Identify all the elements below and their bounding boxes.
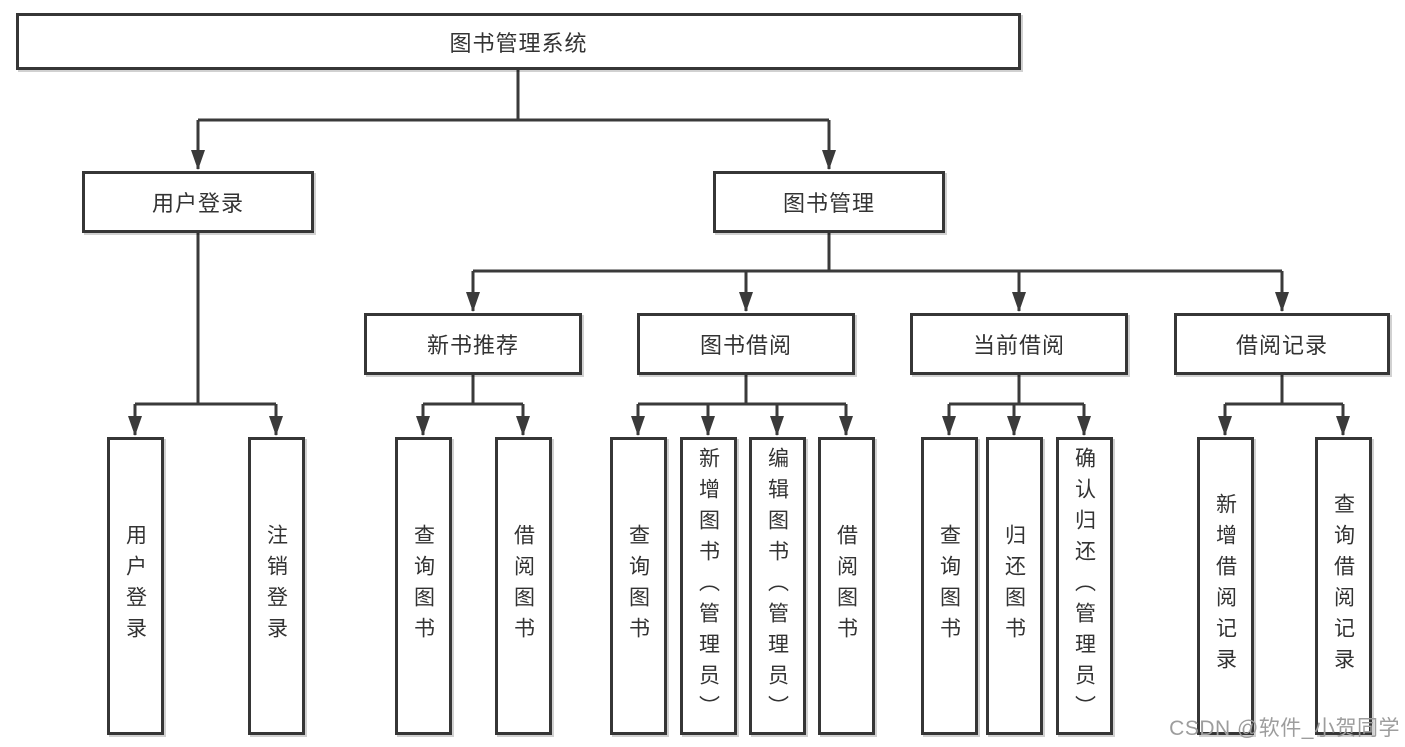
- leaf-borrow-books-borrowing: 借阅图书: [817, 437, 875, 735]
- node-borrowing-records: 借阅记录: [1174, 313, 1390, 375]
- node-book-borrowing: 图书借阅: [637, 313, 855, 375]
- leaf-query-books-current: 查询图书: [920, 437, 978, 735]
- leaf-query-books-recommendation: 查询图书: [394, 437, 452, 735]
- leaf-add-books-admin: 新增图书（管理员）: [679, 437, 737, 735]
- leaf-borrow-books-recommendation: 借阅图书: [494, 437, 552, 735]
- leaf-logout: 注销登录: [247, 437, 305, 735]
- leaf-return-books: 归还图书: [985, 437, 1043, 735]
- leaf-add-borrow-record: 新增借阅记录: [1196, 437, 1254, 735]
- leaf-edit-books-admin: 编辑图书（管理员）: [748, 437, 806, 735]
- leaf-query-borrow-record: 查询借阅记录: [1314, 437, 1372, 735]
- leaf-confirm-return-admin: 确认归还（管理员）: [1055, 437, 1113, 735]
- node-book-management: 图书管理: [713, 171, 945, 233]
- leaf-user-login: 用户登录: [106, 437, 164, 735]
- node-user-login: 用户登录: [82, 171, 314, 233]
- node-new-book-recommendation: 新书推荐: [364, 313, 582, 375]
- csdn-watermark: CSDN @软件_小贺同学: [1169, 717, 1400, 740]
- leaf-query-books-borrowing: 查询图书: [609, 437, 667, 735]
- node-current-borrowing: 当前借阅: [910, 313, 1128, 375]
- node-library-management-system: 图书管理系统: [16, 13, 1021, 70]
